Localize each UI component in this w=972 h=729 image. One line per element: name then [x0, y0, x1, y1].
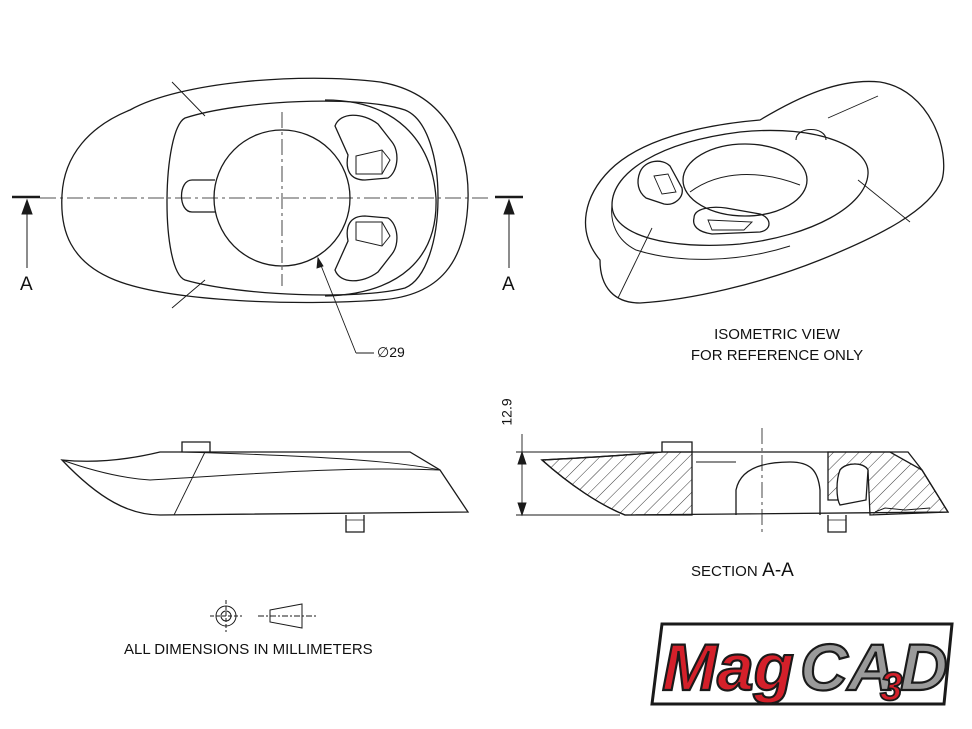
section-marker-right — [495, 195, 523, 268]
logo-text-mag: Mag — [662, 630, 794, 704]
top-view-inner-rim — [166, 100, 439, 296]
top-view-upper-slot — [334, 114, 398, 181]
iso-key-tab — [795, 128, 827, 141]
section-bore-profile — [735, 461, 821, 515]
isometric-note: ISOMETRIC VIEW FOR REFERENCE ONLY — [672, 324, 882, 366]
top-view-key-tab — [180, 179, 215, 213]
height-dimension — [516, 434, 660, 517]
iso-slot-bottom — [692, 206, 770, 235]
first-angle-projection-icon — [210, 600, 316, 632]
section-marker-left — [12, 195, 40, 268]
isometric-view — [584, 80, 945, 304]
section-bottom-pin — [827, 515, 847, 533]
section-slot — [836, 463, 869, 506]
top-view-lower-slot — [334, 215, 398, 282]
diameter-callout: ∅29 — [377, 344, 405, 360]
side-view-outline — [60, 451, 470, 516]
top-view-centerlines — [40, 112, 490, 286]
section-view — [540, 441, 950, 533]
section-hatch-left — [540, 451, 693, 516]
section-title-prefix: SECTION — [691, 563, 758, 580]
logo-text-ca: CA — [800, 630, 895, 704]
iso-outer-body — [584, 80, 945, 304]
logo-text-3: 3 — [880, 665, 902, 709]
iso-bore — [682, 143, 808, 217]
logo-text-d: D — [900, 630, 948, 704]
top-view-outer-outline — [61, 77, 469, 304]
height-dimension-value: 12.9 — [498, 398, 515, 426]
top-view — [61, 77, 469, 309]
diameter-leader — [316, 256, 374, 354]
units-note: ALL DIMENSIONS IN MILLIMETERS — [124, 641, 373, 658]
top-view-raised-face — [324, 99, 437, 297]
side-view-bottom-pin — [345, 515, 365, 533]
iso-slot-left — [637, 160, 683, 205]
side-view — [60, 441, 470, 533]
side-view-top-pin — [181, 441, 211, 452]
section-title-name: A-A — [762, 560, 794, 581]
section-marker-left-label: A — [20, 274, 33, 295]
section-top-pin — [661, 441, 693, 452]
isometric-note-line1: ISOMETRIC VIEW — [714, 326, 840, 343]
iso-top-face — [611, 129, 869, 247]
top-view-tangent-line-2 — [171, 279, 206, 309]
section-marker-right-label: A — [502, 274, 515, 295]
top-view-tangent-line-1 — [171, 81, 206, 117]
magcad-logo: Mag CA 3 D — [650, 622, 954, 710]
section-title: SECTION A-A — [691, 560, 794, 582]
isometric-note-line2: FOR REFERENCE ONLY — [690, 347, 864, 364]
